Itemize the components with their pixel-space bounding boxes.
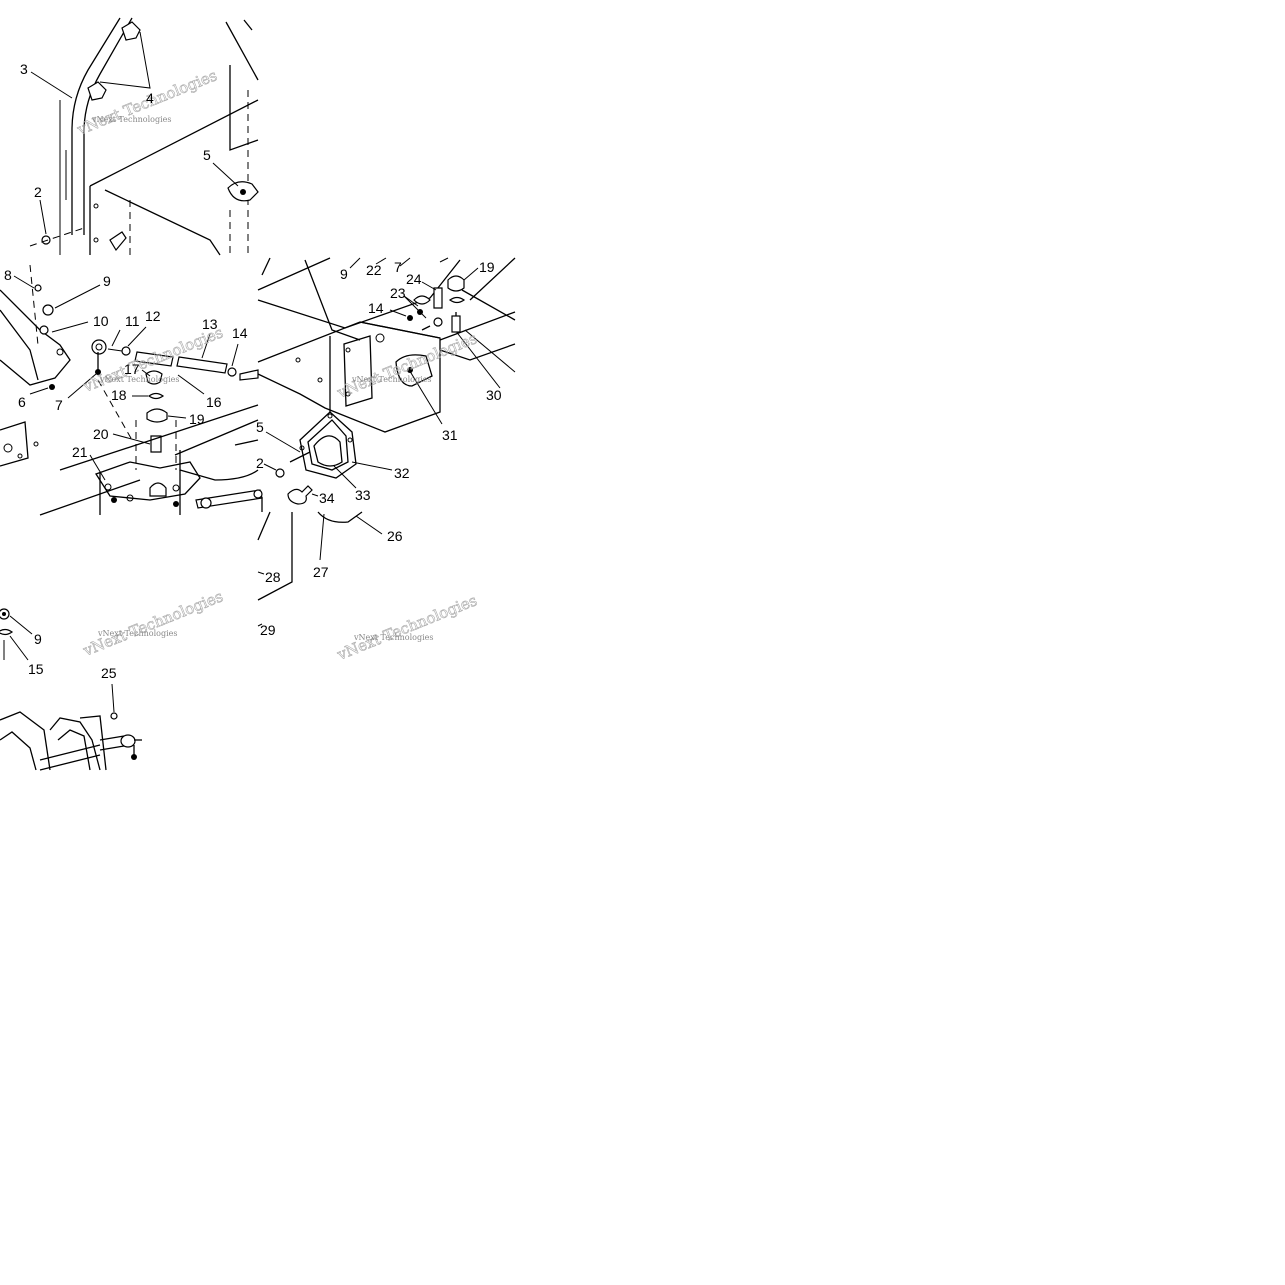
callout-19: 19 [189,411,205,427]
callout-19: 19 [479,259,495,275]
callout-34: 34 [319,490,335,506]
watermark-text: vNext Technologies [351,375,431,384]
callout-32: 32 [394,465,410,481]
callout-18: 18 [111,387,127,403]
watermark-text: vNext Technologies [99,375,179,384]
callout-7: 7 [394,259,402,275]
callout-14: 14 [232,325,248,341]
watermark-text: vNext Technologies [91,115,171,124]
watermark-text: vNext Technologies [97,629,177,638]
callout-5: 5 [256,419,264,435]
watermark-text: vNext Technologies [80,323,226,396]
callout-6: 6 [18,394,26,410]
callout-30: 30 [486,387,502,403]
callout-28: 28 [265,569,281,585]
callout-5: 5 [203,147,211,163]
callout-17: 17 [124,361,140,377]
callout-25: 25 [101,665,117,681]
tile-middle-left: vNext Technologies vNext Technologies 8 … [0,264,263,516]
callout-9: 9 [103,273,111,289]
callout-21: 21 [72,444,88,460]
tile-middle-right: vNext Technologies vNext Technologies 9 … [256,257,516,664]
callout-26: 26 [387,528,403,544]
callout-2: 2 [256,455,264,471]
callout-10: 10 [93,313,109,329]
callout-11: 11 [125,313,140,329]
callout-9: 9 [34,631,42,647]
callout-31: 31 [442,427,458,443]
watermark-text: vNext Technologies [80,587,226,660]
callout-12: 12 [145,308,161,324]
callout-4: 4 [146,90,154,106]
callout-9: 9 [340,266,348,282]
tile-top-left: vNext Technologies vNext Technologies 3 … [20,17,259,256]
callout-22: 22 [366,262,382,278]
callout-13: 13 [202,316,218,332]
callout-15: 15 [28,661,44,677]
callout-16: 16 [206,394,222,410]
watermark-text: vNext Technologies [334,591,480,664]
callout-3: 3 [20,61,28,77]
tile-bottom-left: vNext Technologies vNext Technologies 9 … [0,587,226,771]
callout-24: 24 [406,271,422,287]
callout-8: 8 [4,267,12,283]
watermark-text: vNext Technologies [353,633,433,642]
callout-20: 20 [93,426,109,442]
callout-33: 33 [355,487,371,503]
callout-7: 7 [55,397,63,413]
callout-29: 29 [260,622,276,638]
callout-14: 14 [368,300,384,316]
callout-27: 27 [313,564,329,580]
callout-23: 23 [390,285,406,301]
callout-2: 2 [34,184,42,200]
